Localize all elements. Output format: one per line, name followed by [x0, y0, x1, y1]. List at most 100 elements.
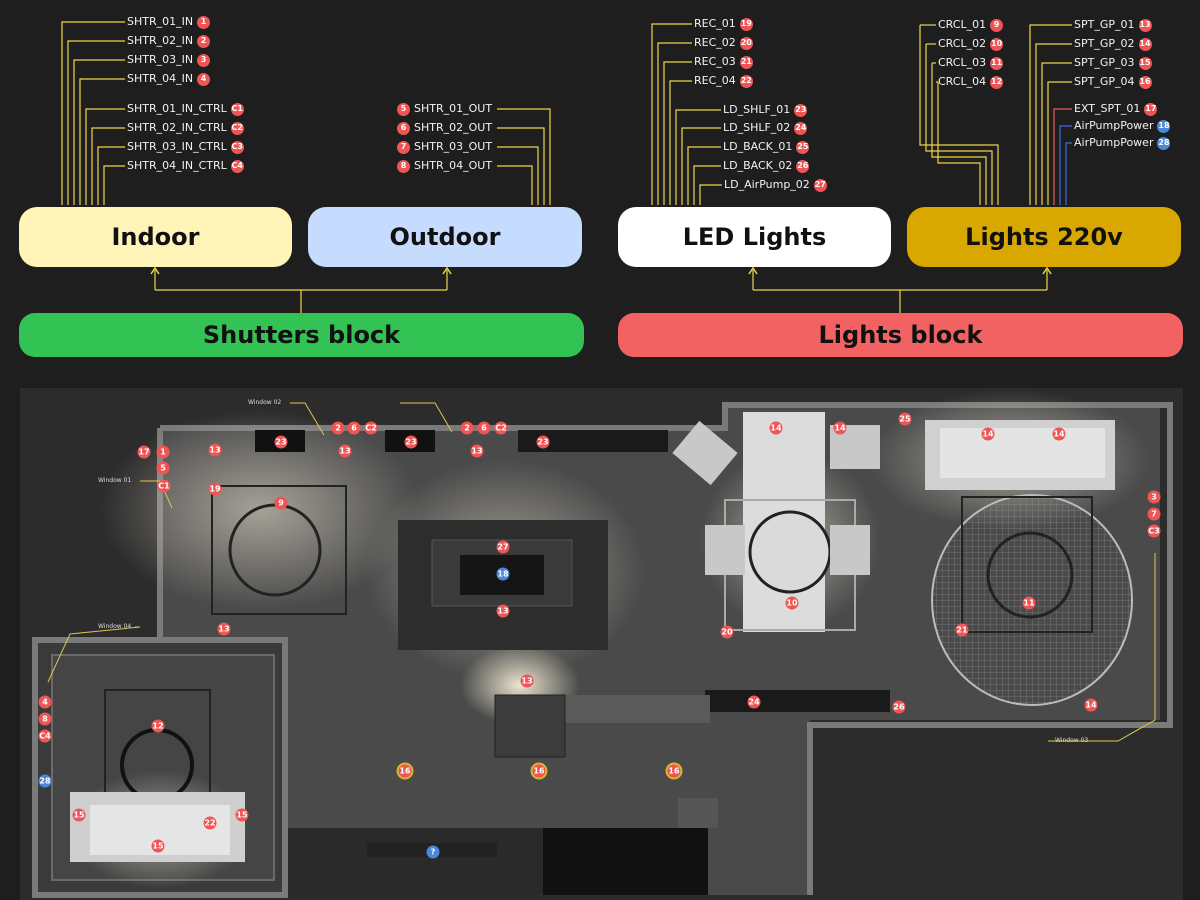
number-badge: 17	[1144, 102, 1158, 116]
wire-line	[67, 40, 125, 205]
window-lead	[47, 626, 141, 683]
number-badge: 28	[1157, 136, 1171, 150]
window-01-label: Window 01	[98, 477, 132, 484]
wire-line	[497, 146, 539, 205]
plan-marker-5: 13	[208, 443, 222, 457]
label-text: CRCL_04	[938, 75, 987, 88]
wire-line	[1047, 81, 1072, 205]
wire-line	[97, 146, 125, 205]
number-badge: 10	[990, 37, 1004, 51]
number-badge: 23	[794, 103, 808, 117]
plan-marker-4: C1	[157, 479, 171, 493]
number-badge: 24	[794, 121, 808, 135]
arrow-head	[748, 266, 758, 275]
wire-line	[752, 270, 1048, 313]
wire-line	[103, 165, 125, 205]
label-text: SHTR_02_IN	[127, 34, 194, 47]
plan-marker-2: 1	[156, 445, 170, 459]
label-text: SHTR_02_IN_CTRL	[127, 121, 227, 134]
label-text: LD_SHLF_01	[723, 103, 791, 116]
arrow-head	[442, 266, 452, 275]
wire-line	[497, 108, 551, 205]
plan-marker-49: 16	[532, 764, 546, 778]
plan-marker-17: 13	[338, 444, 352, 458]
number-badge: 21	[739, 55, 753, 69]
label-text: SHTR_02_OUT	[414, 121, 493, 134]
lights-220v-category: Lights 220v	[907, 207, 1181, 267]
plan-marker-30: 21	[955, 623, 969, 637]
plan-marker-37: 13	[217, 622, 231, 636]
plan-marker-29: 11	[1022, 596, 1036, 610]
shutters-block: Shutters block	[19, 313, 584, 357]
plan-marker-46: 15	[151, 839, 165, 853]
plan-marker-26: 25	[898, 412, 912, 426]
plan-marker-33: C3	[1147, 524, 1161, 538]
number-badge: 15	[1138, 56, 1152, 70]
wire-line	[1053, 108, 1072, 205]
wire-line	[919, 25, 999, 205]
number-badge: 3	[197, 53, 211, 67]
wire-line	[1035, 43, 1072, 205]
wire-line	[1065, 142, 1072, 205]
plan-marker-8: 23	[274, 435, 288, 449]
wire-line	[85, 108, 125, 205]
plan-marker-38: 13	[520, 674, 534, 688]
window-lead	[290, 402, 325, 436]
wire-line	[73, 59, 125, 205]
number-badge: 13	[1138, 18, 1152, 32]
number-badge: 27	[813, 178, 827, 192]
wire-line	[669, 80, 692, 205]
wire-line	[937, 82, 981, 205]
plan-marker-41: C4	[38, 729, 52, 743]
plan-marker-28: 14	[1052, 427, 1066, 441]
label-text: CRCL_01	[938, 18, 987, 31]
plan-marker-51: ?	[426, 845, 440, 859]
plan-marker-39: 4	[38, 695, 52, 709]
lights-block: Lights block	[618, 313, 1183, 357]
plan-marker-24: 10	[785, 596, 799, 610]
wire-line	[1029, 24, 1072, 205]
plan-marker-11: 2	[331, 421, 345, 435]
plan-marker-45: 15	[235, 808, 249, 822]
plan-marker-16: C2	[494, 421, 508, 435]
label-text: SPT_GP_02	[1074, 37, 1135, 50]
window-04-label: Window 04	[98, 623, 132, 630]
number-badge: 1	[197, 15, 211, 29]
plan-marker-19: 27	[496, 540, 510, 554]
plan-marker-3: 5	[156, 461, 170, 475]
label-text: REC_02	[694, 36, 736, 49]
led-lights-category: LED Lights	[618, 207, 891, 267]
plan-marker-13: C2	[364, 421, 378, 435]
number-badge: 16	[1138, 75, 1152, 89]
label-text: LD_BACK_02	[723, 159, 793, 172]
plan-marker-31: 3	[1147, 490, 1161, 504]
plan-marker-7: 9	[274, 496, 288, 510]
led-lights-category-label: LED Lights	[682, 223, 827, 251]
plan-marker-22: 14	[769, 421, 783, 435]
window-02-label: Window 02	[248, 399, 282, 406]
label-text: SHTR_03_IN_CTRL	[127, 140, 227, 153]
label-text: SHTR_04_IN	[127, 72, 194, 85]
number-badge: 8	[397, 159, 410, 173]
label-text: SPT_GP_03	[1074, 56, 1135, 69]
plan-marker-44: 15	[72, 808, 86, 822]
window-lead	[1048, 553, 1156, 742]
number-badge: 14	[1138, 37, 1152, 51]
plan-marker-40: 8	[38, 712, 52, 726]
